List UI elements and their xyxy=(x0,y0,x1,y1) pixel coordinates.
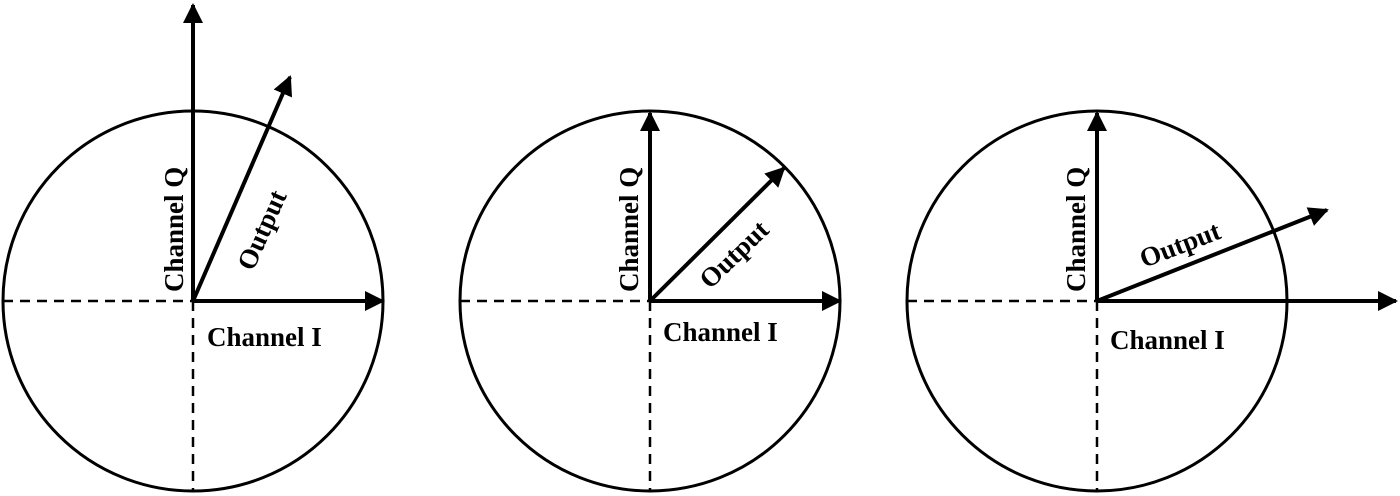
output-label: Output xyxy=(1135,215,1224,273)
output-label: Output xyxy=(231,185,293,274)
channel-q-label: Channel Q xyxy=(1061,167,1091,292)
channel-q-label: Channel Q xyxy=(159,167,189,292)
output-arrow xyxy=(191,75,293,302)
output-arrow xyxy=(648,166,786,303)
iq-diagram-1: Channel I Channel Q Output xyxy=(1,3,385,493)
channel-i-label: Channel I xyxy=(663,317,778,347)
channel-i-label: Channel I xyxy=(207,322,322,352)
iq-diagram-3: Channel I Channel Q Output xyxy=(905,109,1398,493)
channel-i-label: Channel I xyxy=(1110,325,1225,355)
output-arrow xyxy=(1096,207,1329,303)
iq-diagram-2: Channel I Channel Q Output xyxy=(458,109,842,493)
channel-q-label: Channel Q xyxy=(614,167,644,292)
output-label: Output xyxy=(693,214,774,294)
